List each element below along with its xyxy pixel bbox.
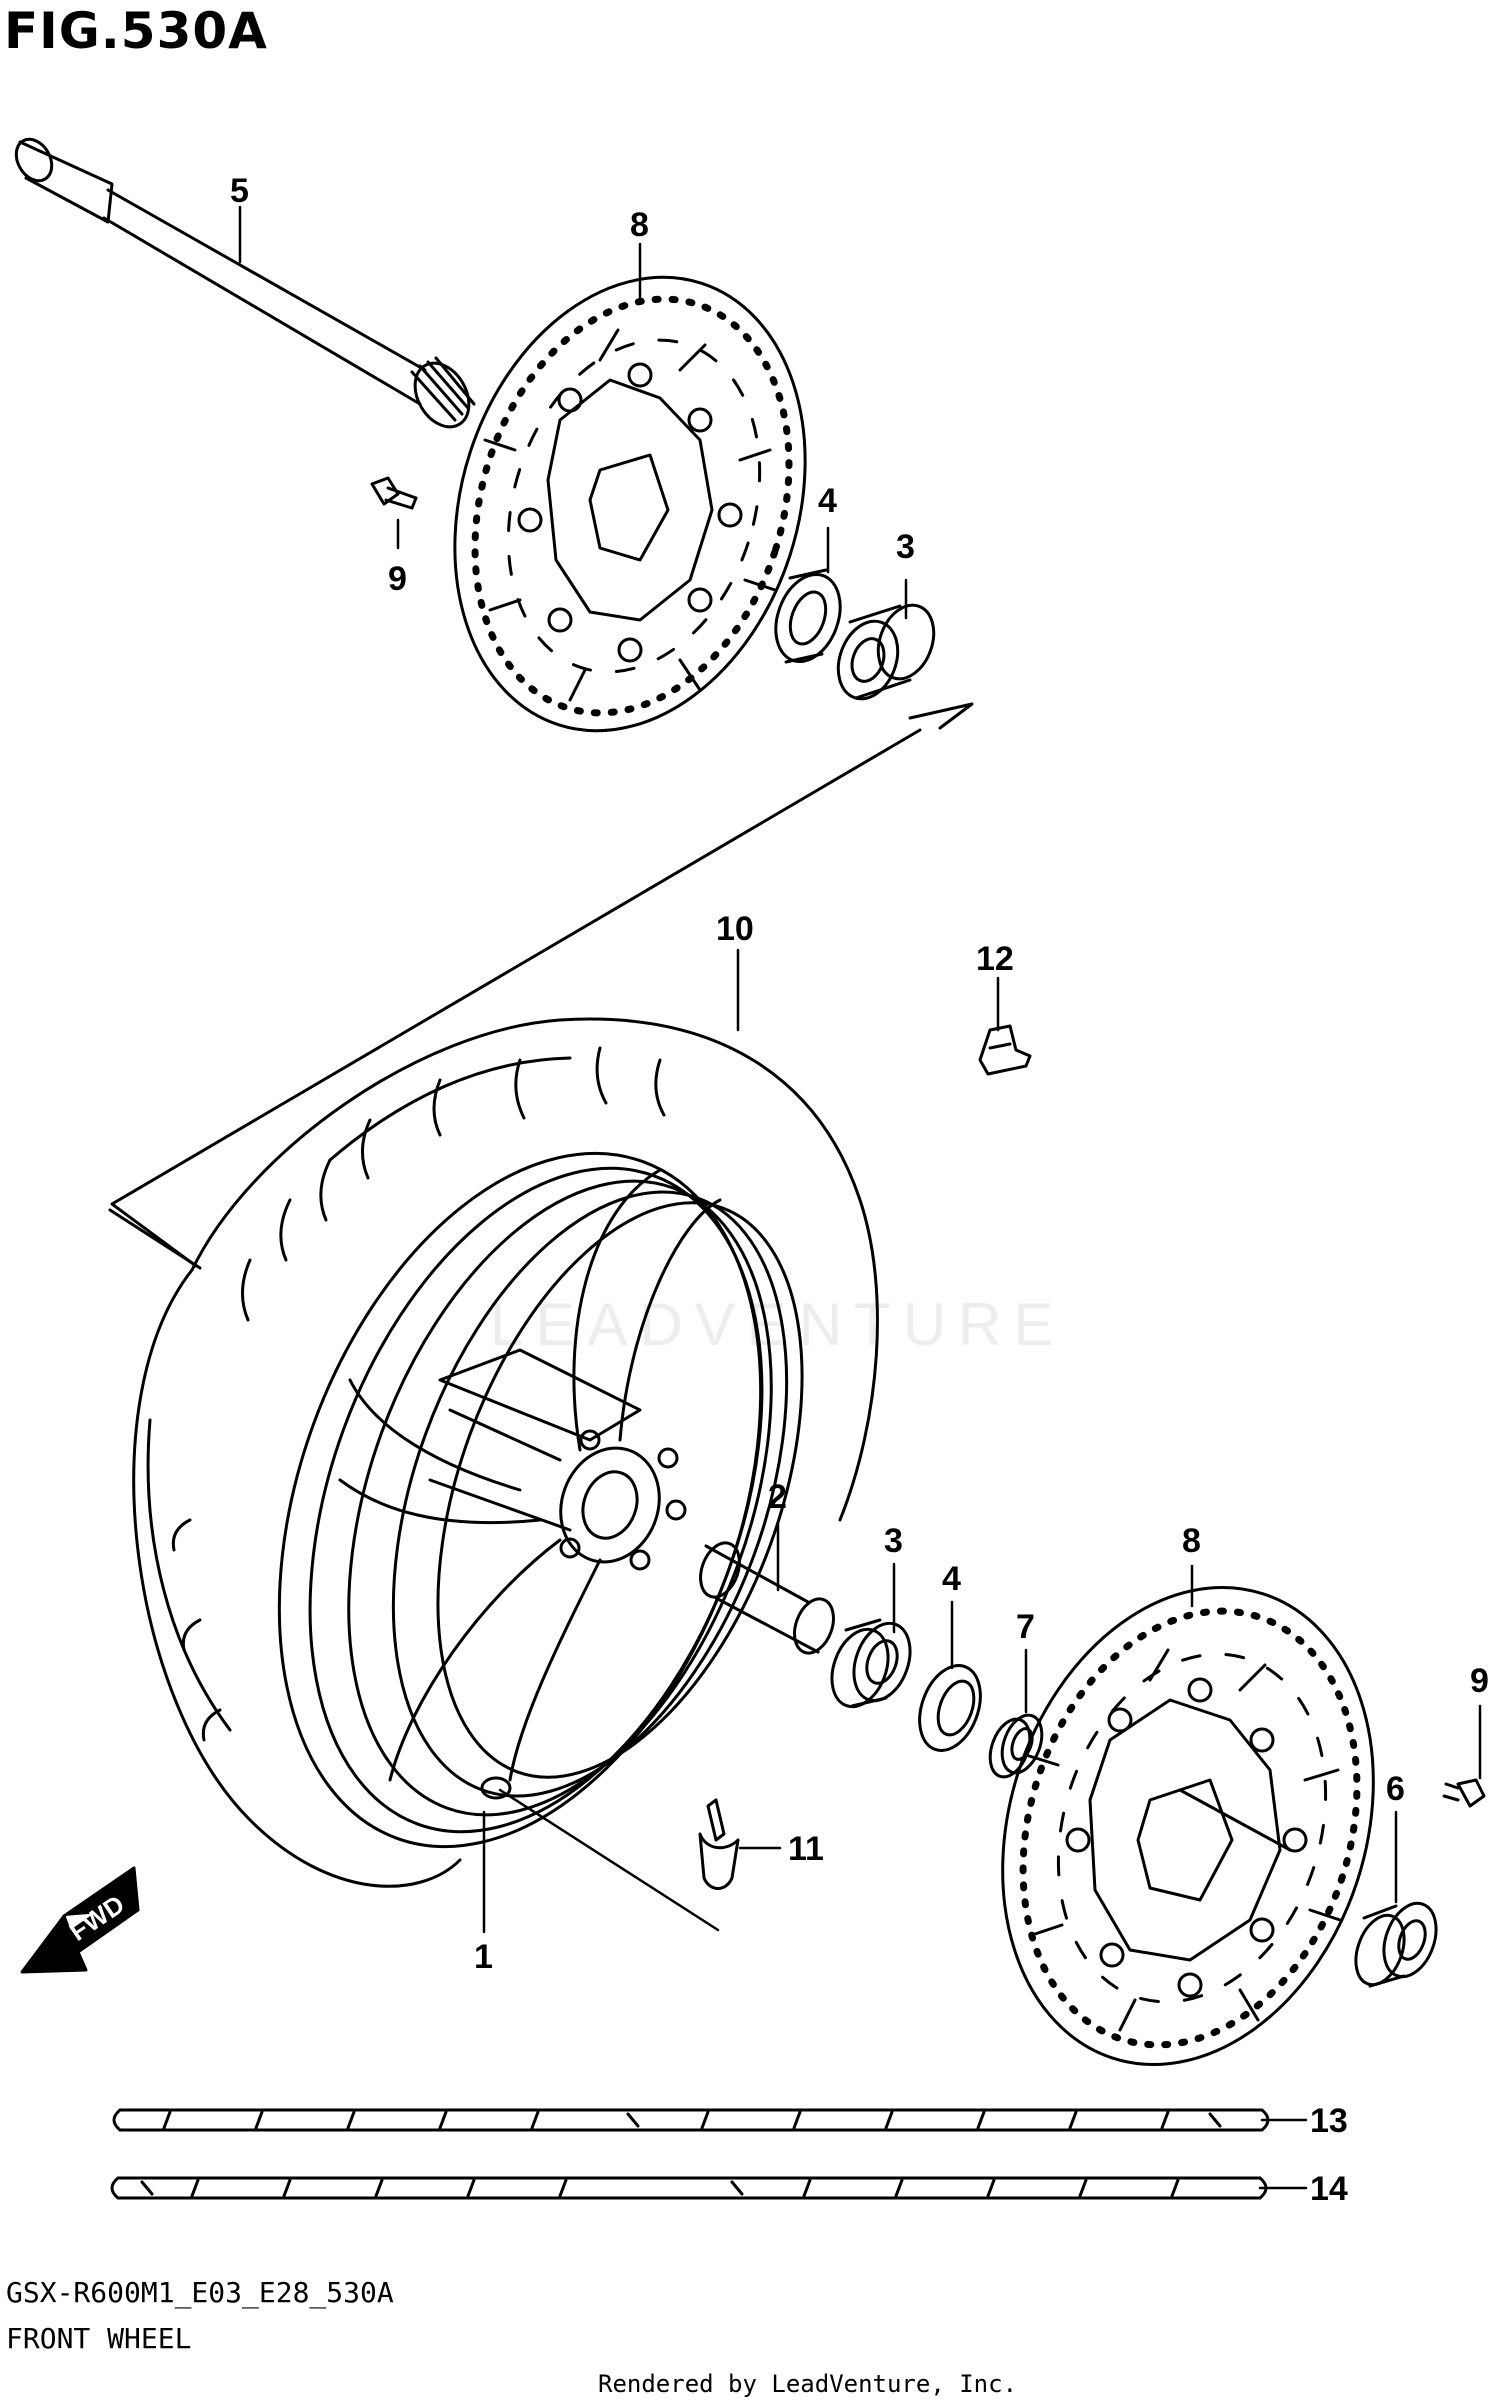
front-axle — [14, 137, 476, 429]
tire-valve — [698, 1798, 740, 1890]
callout-1: 1 — [474, 1938, 493, 1976]
callout-5: 5 — [230, 172, 249, 210]
axle-collar — [1354, 1901, 1438, 1988]
brake-disc-lower — [1001, 1586, 1375, 2066]
oil-seal-upper — [774, 568, 842, 664]
callout-13: 13 — [1310, 2102, 1348, 2140]
brake-disc-upper — [453, 275, 807, 733]
oil-seal-lower — [918, 1664, 982, 1752]
callout-12: 12 — [976, 940, 1014, 978]
callout-7: 7 — [1016, 1608, 1035, 1646]
callout-9-upper: 9 — [388, 560, 407, 598]
figure-title: FIG.530A — [4, 2, 268, 60]
callout-8-upper: 8 — [630, 206, 649, 244]
callout-14: 14 — [1310, 2170, 1348, 2208]
model-code: GSX-R600M1_E03_E28_530A — [6, 2276, 394, 2309]
balance-weight — [978, 1024, 1032, 1076]
disc-bolt-lower — [1442, 1778, 1486, 1808]
callout-3-upper: 3 — [896, 528, 915, 566]
disc-bolt-upper — [370, 476, 418, 510]
callout-8-lower: 8 — [1182, 1522, 1201, 1560]
assembly-outline — [108, 702, 974, 1270]
section-name: FRONT WHEEL — [6, 2322, 192, 2355]
fwd-arrow-badge — [20, 1866, 140, 1974]
rendered-by-credit: Rendered by LeadVenture, Inc. — [598, 2370, 1018, 2398]
callout-9-lower: 9 — [1470, 1662, 1489, 1700]
callout-6: 6 — [1386, 1770, 1405, 1808]
rim-tape-13 — [112, 2108, 1270, 2132]
spacer — [699, 1541, 835, 1655]
bearing-upper — [836, 603, 936, 701]
watermark: LEADVENTURE — [490, 1291, 1065, 1358]
callout-4-lower: 4 — [942, 1560, 961, 1598]
callout-3-lower: 3 — [884, 1522, 903, 1560]
bearing-lower — [830, 1618, 912, 1709]
callout-2: 2 — [768, 1478, 787, 1516]
collar — [988, 1713, 1044, 1779]
callout-4-upper: 4 — [818, 482, 837, 520]
leader-lines — [238, 205, 1482, 2190]
callout-10: 10 — [716, 910, 754, 948]
callouts: 5 8 4 3 9 10 12 2 3 4 7 8 9 6 11 1 13 14 — [230, 172, 1489, 2208]
callout-11: 11 — [788, 1830, 824, 1868]
rim-tape-14 — [110, 2176, 1268, 2200]
tire — [132, 1017, 879, 1888]
